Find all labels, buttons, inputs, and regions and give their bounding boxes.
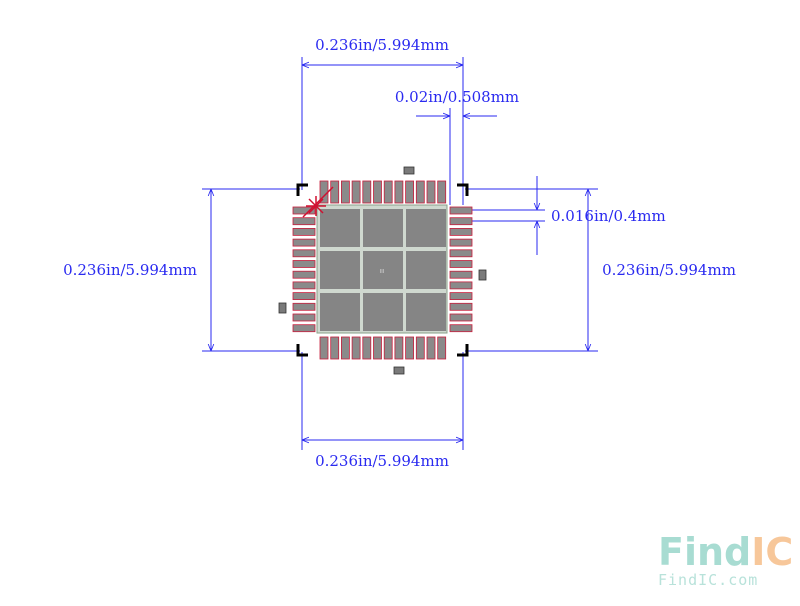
pad-left xyxy=(292,227,316,236)
left-height-label: 0.236in/5.994mm xyxy=(63,261,197,279)
pads-right xyxy=(449,206,473,333)
pad-bottom xyxy=(415,336,425,360)
pad-right xyxy=(449,238,473,247)
marker-bottom xyxy=(393,366,405,375)
thermal-cell xyxy=(320,251,360,289)
pad-left xyxy=(292,260,316,268)
courtyard-corners xyxy=(296,183,469,357)
pad-top xyxy=(405,180,415,204)
thermal-cell xyxy=(406,209,446,247)
pad-right xyxy=(449,260,473,268)
pad-bottom xyxy=(319,336,329,360)
thermal-cell xyxy=(363,293,403,331)
pad-bottom xyxy=(426,336,436,360)
pad-left xyxy=(292,292,316,301)
pad-right xyxy=(449,227,473,236)
center-label: III xyxy=(380,269,384,275)
pad-right xyxy=(449,302,473,311)
pad-width-label: 0.016in/0.4mm xyxy=(551,207,666,225)
pad-right xyxy=(449,249,473,258)
pad-top xyxy=(426,180,436,204)
pad-bottom xyxy=(351,336,361,360)
pad-top xyxy=(351,180,361,204)
pad-left xyxy=(292,217,316,226)
thermal-pad-cells xyxy=(320,209,446,331)
thermal-cell xyxy=(320,209,360,247)
pad-top xyxy=(362,180,372,204)
pad-top xyxy=(340,180,350,204)
findic-logo: FindIC FindIC.com xyxy=(658,530,793,589)
marker-left xyxy=(278,302,287,314)
pad-top xyxy=(415,180,425,204)
logo-main-left: Find xyxy=(658,530,751,574)
pad-top xyxy=(394,180,404,204)
top-width-label: 0.236in/5.994mm xyxy=(315,36,449,54)
dimension-lines xyxy=(202,57,598,450)
pad-right xyxy=(449,217,473,226)
thermal-cell xyxy=(363,251,403,289)
pitch-label: 0.02in/0.508mm xyxy=(395,88,519,106)
pad-bottom xyxy=(330,336,340,360)
svg-text:FindIC: FindIC xyxy=(658,530,793,574)
pad-top xyxy=(330,180,340,204)
pad-left xyxy=(292,281,316,290)
pads-bottom xyxy=(319,336,447,360)
logo-main-right: IC xyxy=(751,530,793,574)
marker-top xyxy=(403,166,415,175)
pads-left xyxy=(292,206,316,333)
pad-bottom xyxy=(373,336,382,360)
right-height-label: 0.236in/5.994mm xyxy=(602,261,736,279)
pad-bottom xyxy=(437,336,447,360)
pad-left xyxy=(292,238,316,247)
pad-right xyxy=(449,270,473,279)
pad-bottom xyxy=(405,336,415,360)
pad-left xyxy=(292,324,316,333)
thermal-cell xyxy=(406,293,446,331)
pad-right xyxy=(449,313,473,322)
pad-bottom xyxy=(383,336,393,360)
thermal-pad xyxy=(316,204,448,334)
pad-bottom xyxy=(394,336,404,360)
pad-left xyxy=(292,270,316,279)
pad-left xyxy=(292,302,316,311)
pad-bottom xyxy=(340,336,350,360)
pad-right xyxy=(449,206,473,215)
thermal-cell xyxy=(406,251,446,289)
pad-top xyxy=(383,180,393,204)
pin1-marker xyxy=(302,186,334,218)
marker-right xyxy=(478,269,487,281)
pad-right xyxy=(449,324,473,333)
pad-left xyxy=(292,249,316,258)
pad-top xyxy=(373,180,382,204)
pad-left xyxy=(292,313,316,322)
thermal-cell xyxy=(320,293,360,331)
pad-right xyxy=(449,281,473,290)
pad-bottom xyxy=(362,336,372,360)
pads-top xyxy=(319,180,447,204)
pad-left xyxy=(292,206,316,215)
pad-right xyxy=(449,292,473,301)
pad-top xyxy=(437,180,447,204)
bottom-width-label: 0.236in/5.994mm xyxy=(315,452,449,470)
logo-sub: FindIC.com xyxy=(658,571,758,589)
thermal-cell xyxy=(363,209,403,247)
